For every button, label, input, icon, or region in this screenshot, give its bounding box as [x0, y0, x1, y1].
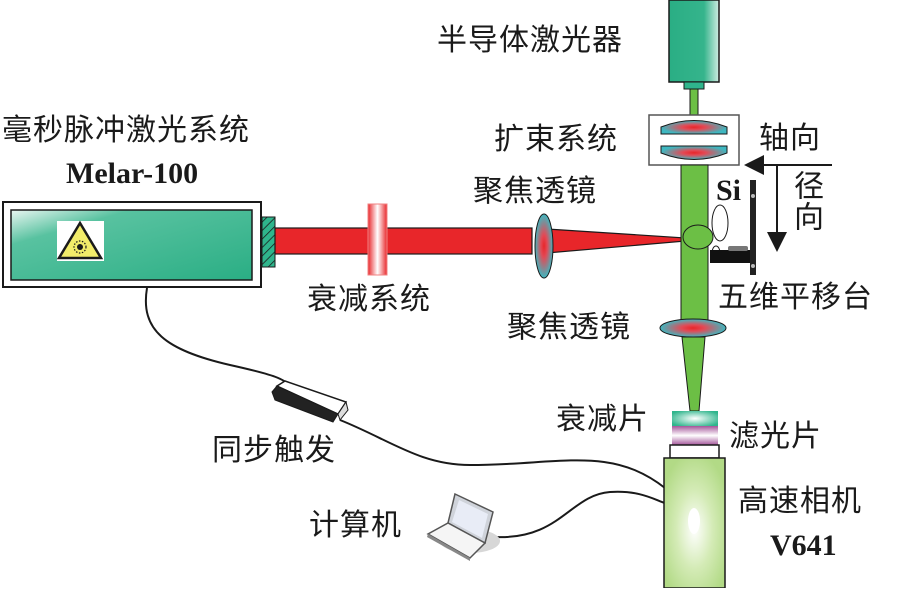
high-speed-camera: [663, 444, 726, 589]
laser-hazard-icon: [56, 220, 104, 261]
label-ms-laser-model: Melar-100: [66, 157, 199, 190]
sync-trigger-device: [271, 380, 349, 423]
label-axial: 轴向: [759, 121, 821, 156]
optical-filter: [672, 426, 718, 445]
label-computer: 计算机: [309, 508, 402, 543]
beam-expander: [648, 114, 740, 166]
ms-laser-system: [2, 201, 276, 288]
attenuator-plate: [672, 411, 718, 426]
probe-beam-thin: [689, 88, 699, 117]
cable-laser-to-trigger: [144, 287, 292, 393]
cable-computer-to-camera: [494, 490, 666, 539]
label-camera-model: V641: [770, 529, 837, 562]
label-high-speed-camera: 高速相机: [738, 484, 862, 519]
label-focusing-lens-bottom: 聚焦透镜: [507, 310, 631, 345]
label-si-sample: Si: [716, 174, 742, 207]
si-sample-on-stage: [710, 180, 756, 275]
label-ms-laser-system: 毫秒脉冲激光系统: [2, 113, 250, 148]
focusing-lens-vertical: [659, 318, 727, 338]
interaction-spot: [682, 224, 714, 250]
laptop-icon: [426, 492, 500, 561]
label-beam-expander: 扩束系统: [494, 122, 618, 157]
label-focusing-lens-top: 聚焦透镜: [473, 174, 597, 209]
label-radial: 径向: [788, 170, 823, 232]
cable-trigger-to-camera: [339, 419, 666, 489]
label-sync-trigger: 同步触发: [212, 433, 336, 468]
label-semiconductor-laser: 半导体激光器: [437, 23, 623, 58]
label-attenuation-system: 衰减系统: [307, 282, 431, 317]
label-filter: 滤光片: [729, 419, 822, 454]
focusing-lens-horizontal: [534, 213, 554, 279]
attenuation-system-element: [367, 203, 388, 276]
ms-laser-beam: [274, 227, 687, 255]
label-attenuator-plate: 衰减片: [556, 402, 649, 437]
semiconductor-laser: [668, 0, 720, 90]
label-five-axis-stage: 五维平移台: [718, 280, 873, 315]
probe-beam-focused: [681, 336, 706, 412]
